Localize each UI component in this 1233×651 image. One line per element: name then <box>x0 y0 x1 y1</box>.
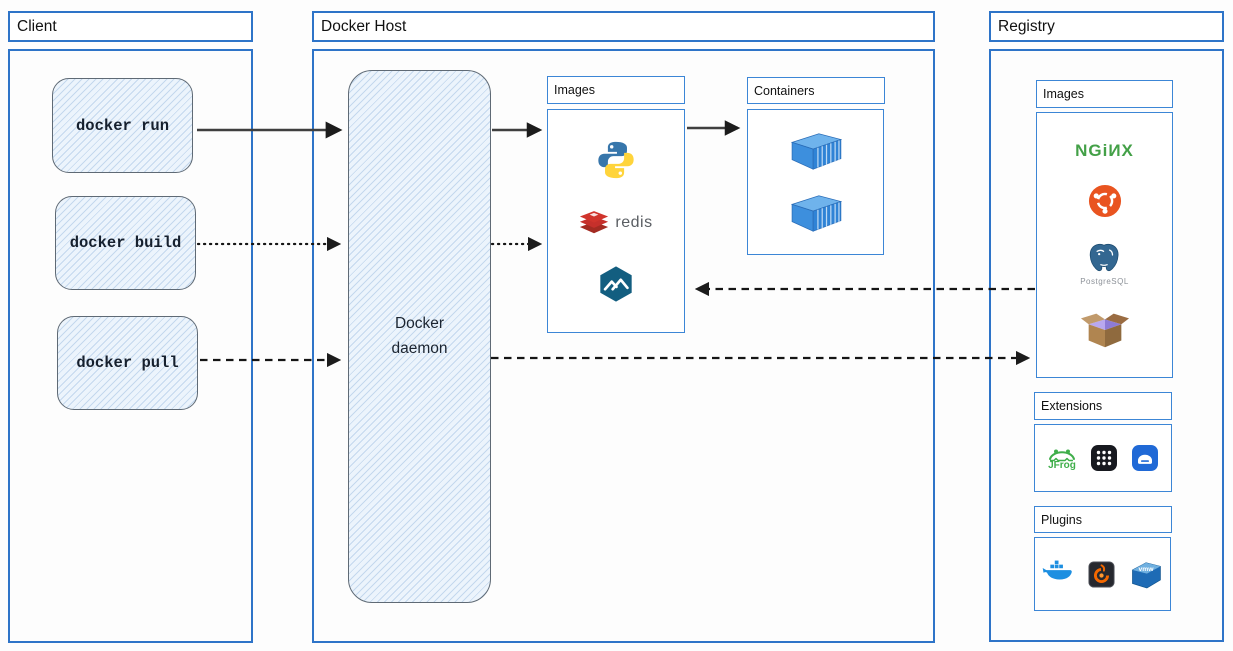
redis-logo-row: redis <box>579 210 652 237</box>
docker-pull-node: docker pull <box>57 316 198 410</box>
extensions-box: JFrog <box>1034 424 1172 492</box>
ubuntu-logo-icon <box>1088 185 1121 218</box>
registry-section-title: Registry <box>989 11 1224 42</box>
docker-host-section-box <box>312 49 935 643</box>
extensions-title-label: Extensions <box>1041 399 1103 413</box>
registry-section-box <box>989 49 1224 642</box>
container-box-icon <box>790 195 842 233</box>
docker-build-node: docker build <box>55 196 196 290</box>
docker-run-label: docker run <box>75 116 169 135</box>
redis-logo-text: redis <box>615 214 653 231</box>
docker-build-label: docker build <box>69 234 182 252</box>
docker-whale-icon <box>1042 560 1072 580</box>
registry-title-label: Registry <box>998 17 1055 35</box>
client-section-box <box>8 49 253 643</box>
docker-pull-label: docker pull <box>76 354 179 372</box>
docker-host-section-title: Docker Host <box>312 11 935 42</box>
postgresql-logo: PostgreSQL <box>1080 242 1129 286</box>
registry-images-title-label: Images <box>1043 87 1084 101</box>
containers-box <box>747 109 884 255</box>
containers-title-label: Containers <box>754 83 815 98</box>
containers-title: Containers <box>747 77 885 104</box>
host-images-box: redis <box>547 109 685 333</box>
postgresql-logo-text: PostgreSQL <box>1080 276 1129 286</box>
plugins-title-label: Plugins <box>1041 512 1082 527</box>
container-box-icon <box>790 133 842 170</box>
host-images-title: Images <box>547 76 685 104</box>
jfrog-logo: JFrog <box>1047 446 1077 471</box>
jfrog-logo-icon <box>1049 449 1075 461</box>
python-logo-icon <box>598 141 634 178</box>
plugins-box: vmw <box>1034 537 1171 611</box>
client-title-label: Client <box>17 17 57 35</box>
nginx-logo: NGiИX <box>1075 140 1134 160</box>
grafana-logo-icon <box>1088 560 1115 588</box>
open-box-icon <box>1080 313 1129 348</box>
client-section-title: Client <box>8 11 253 42</box>
alpine-logo-icon <box>600 266 632 302</box>
redis-logo-icon <box>580 210 609 233</box>
registry-images-box: NGiИX PostgreSQL <box>1036 112 1173 378</box>
registry-images-title: Images <box>1036 80 1173 108</box>
disk-drive-icon <box>1132 445 1158 471</box>
docker-host-title-label: Docker Host <box>321 17 407 35</box>
vmware-logo-icon: vmw <box>1132 561 1161 588</box>
app-grid-icon <box>1091 445 1117 471</box>
extensions-title: Extensions <box>1034 392 1172 420</box>
postgresql-logo-icon <box>1090 243 1119 271</box>
docker-daemon-label: Docker daemon <box>391 315 448 357</box>
plugins-title: Plugins <box>1034 506 1172 533</box>
docker-run-node: docker run <box>52 78 193 173</box>
vmware-logo-text: vmw <box>1138 566 1154 573</box>
docker-daemon-node: Docker daemon <box>348 70 491 603</box>
host-images-title-label: Images <box>554 83 595 97</box>
jfrog-logo-text: JFrog <box>1048 459 1076 471</box>
